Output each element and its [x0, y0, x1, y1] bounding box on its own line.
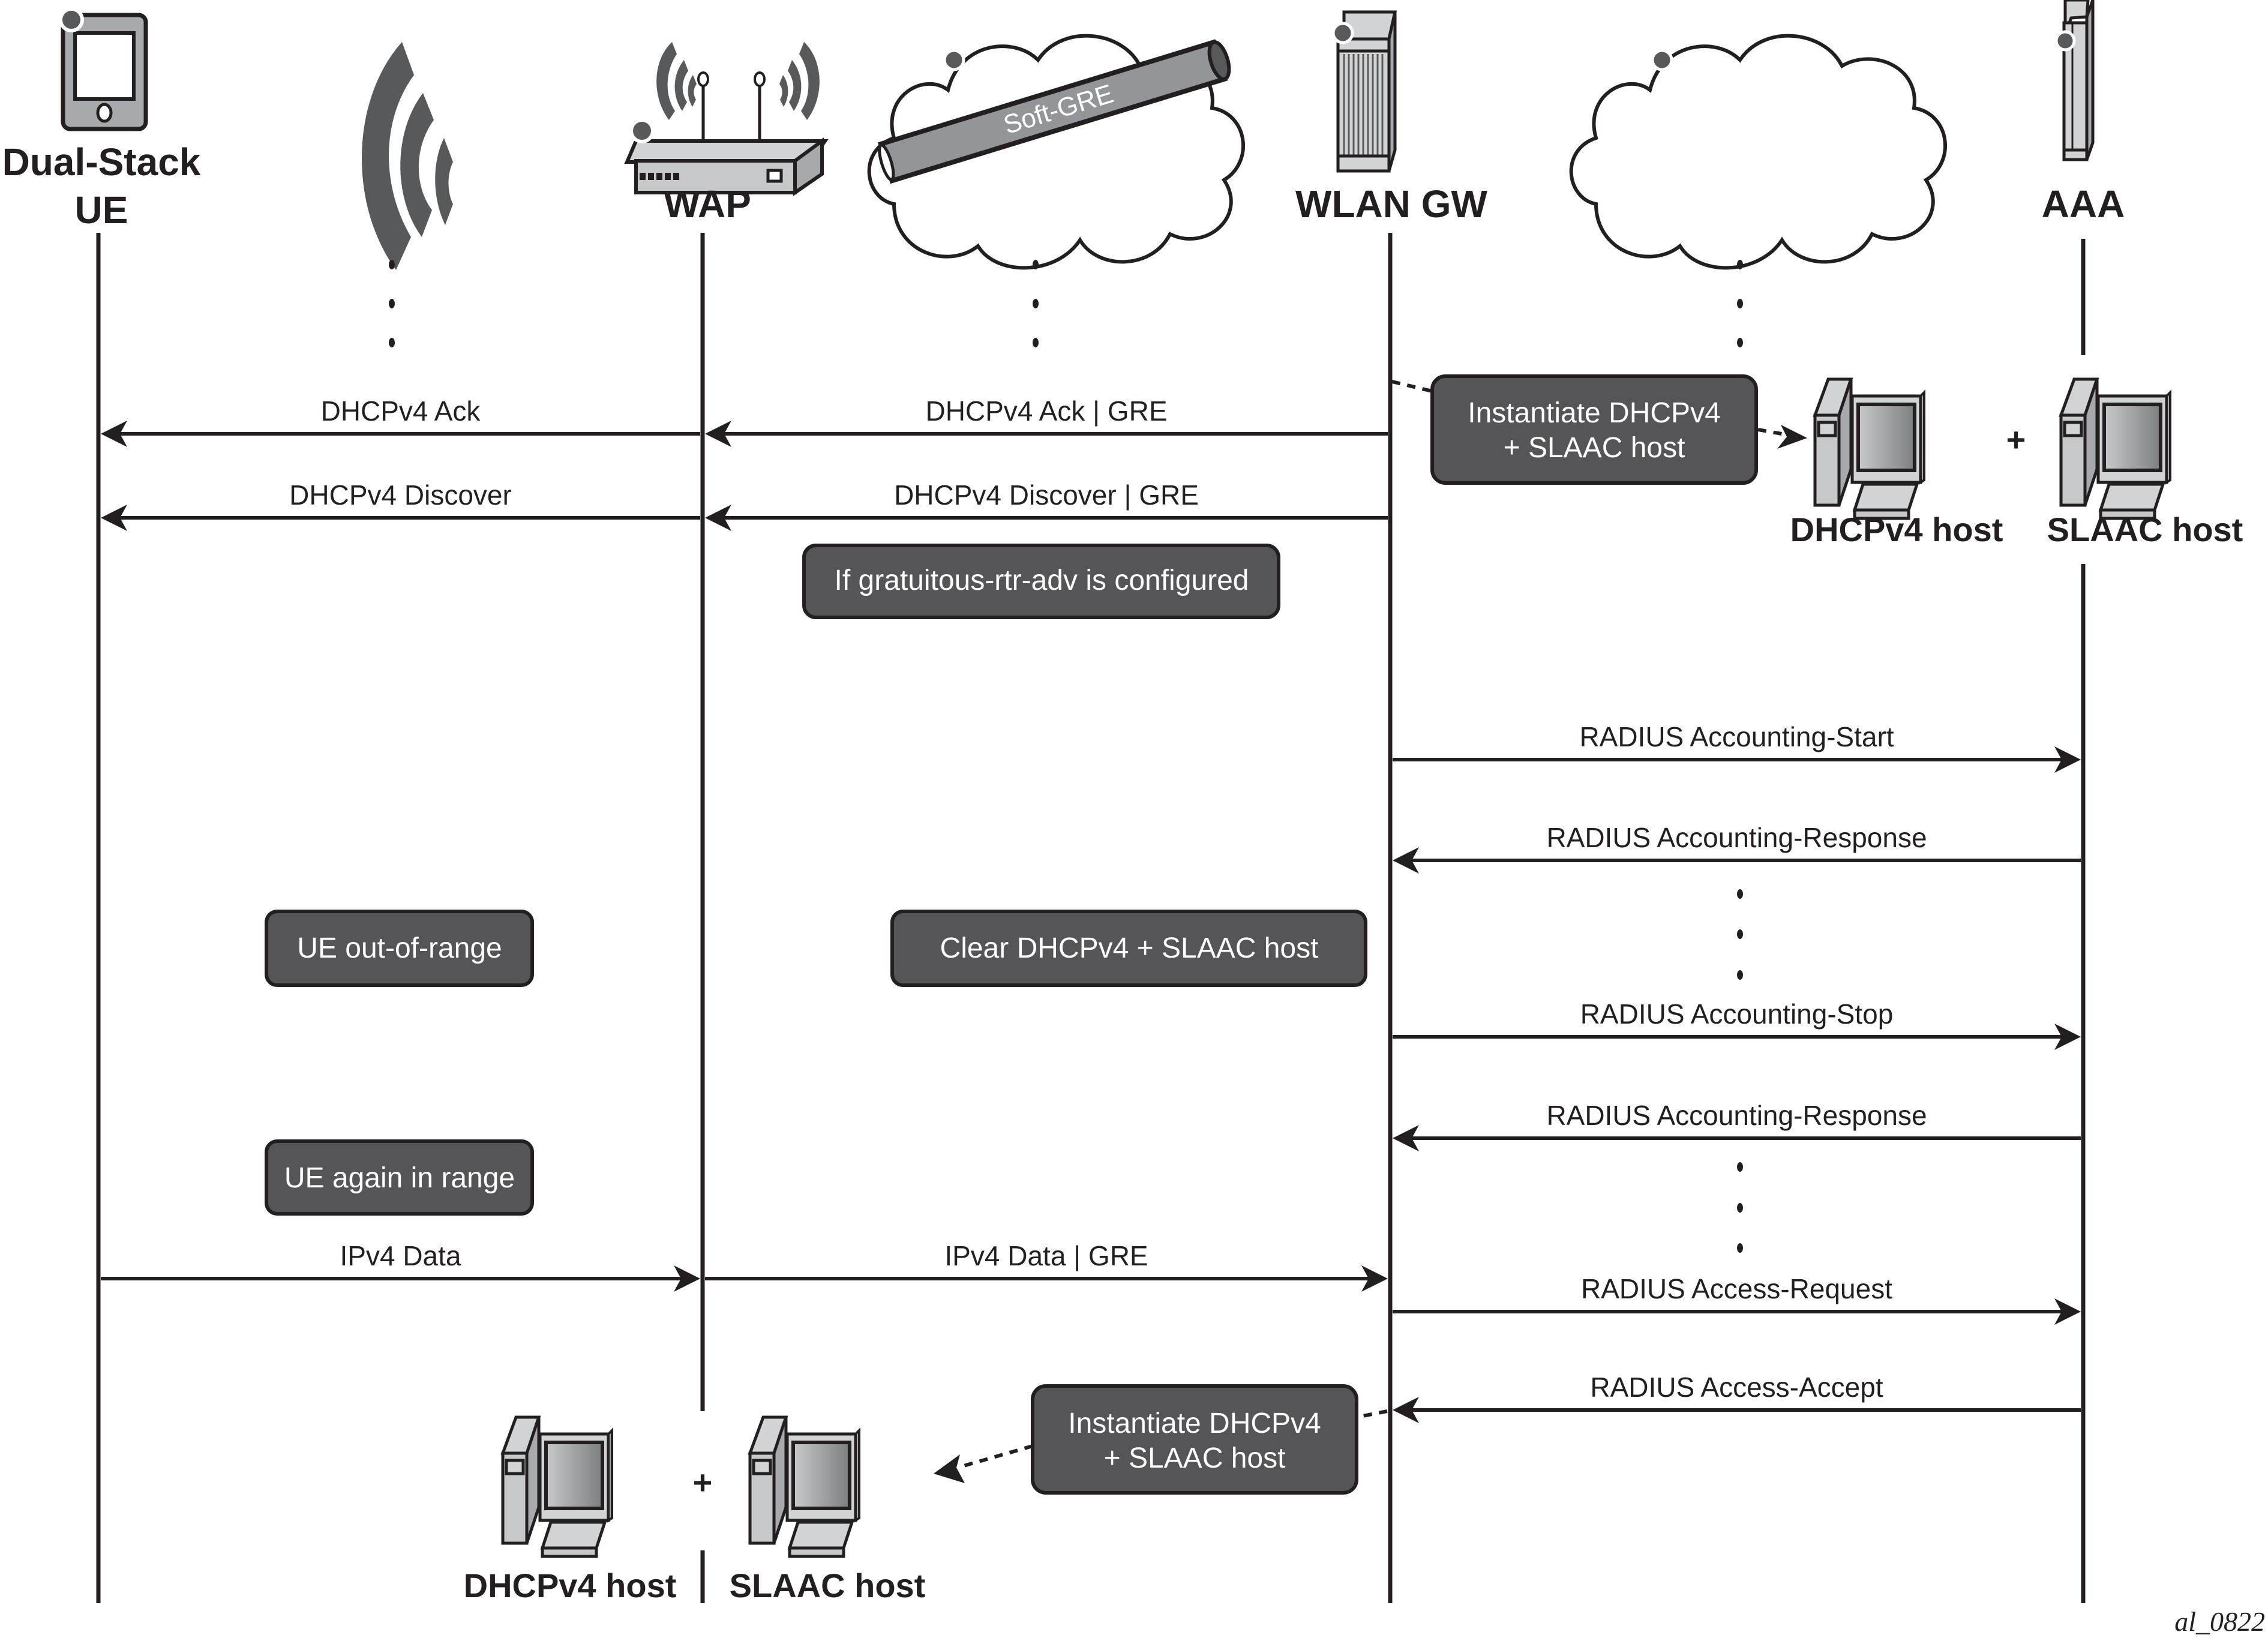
message-label: DHCPv4 Discover: [289, 479, 512, 511]
message-radius-accounting-stop: RADIUS Accounting-Stop: [1393, 998, 2081, 1050]
message-radius-access-request: RADIUS Access-Request: [1393, 1273, 2081, 1325]
message-dhcpv4-ack-gre: DHCPv4 Ack | GRE: [705, 395, 1388, 447]
note-instantiate-bottom-line2: + SLAAC host: [1104, 1442, 1286, 1474]
message-label: DHCPv4 Ack | GRE: [925, 395, 1167, 427]
message-arrowhead: [2054, 1024, 2081, 1050]
note-ue-again-in-range-text: UE again in range: [284, 1162, 515, 1194]
entity-label-aaa: AAA: [2042, 182, 2125, 226]
server-tower-icon: [2054, 0, 2095, 161]
dhcpv4-host-icon: [1815, 379, 1924, 518]
message-dhcpv4-discover: DHCPv4 Discover: [101, 479, 700, 531]
plus-sign: +: [2006, 421, 2026, 458]
note-ue-out-of-range-text: UE out-of-range: [297, 932, 502, 964]
message-radius-accounting-start: RADIUS Accounting-Start: [1393, 721, 2081, 773]
note-instantiate-bottom-line1: Instantiate DHCPv4: [1068, 1408, 1321, 1439]
plus-sign: +: [693, 1463, 713, 1501]
continuation-dots-radius-1: [1737, 889, 1743, 980]
message-label: RADIUS Accounting-Response: [1546, 822, 1927, 853]
figure-id: al_0822: [2174, 1606, 2265, 1637]
note-clear-hosts: [890, 910, 1367, 987]
arrowhead: [1777, 425, 1807, 449]
message-arrowhead: [705, 421, 731, 447]
note-instantiate-bottom: [1031, 1384, 1358, 1495]
slaac-host-icon: [750, 1417, 859, 1556]
message-label: DHCPv4 Discover | GRE: [894, 479, 1199, 511]
message-label: DHCPv4 Ack: [321, 395, 481, 427]
entity-label-ue-line1: Dual-Stack: [2, 140, 201, 184]
message-arrowhead: [1393, 847, 1419, 874]
note-ue-again-in-range: [265, 1139, 534, 1216]
wireless-signal-icon: [361, 42, 453, 270]
dashed-connector-bottom-in: [1356, 1409, 1388, 1419]
message-arrowhead: [2054, 1298, 2081, 1325]
message-arrowhead: [101, 421, 127, 447]
cloud-icon: [1571, 36, 1945, 268]
message-label: RADIUS Access-Accept: [1590, 1372, 1883, 1403]
message-arrowhead: [674, 1265, 700, 1292]
entity-label-ue-line2: UE: [75, 188, 128, 232]
note-ue-out-of-range: [265, 910, 534, 987]
dashed-connector-top-in: [1391, 380, 1433, 393]
smartphone-icon: [59, 7, 148, 131]
message-ipv4-data: IPv4 Data: [101, 1240, 700, 1292]
note-clear-hosts-text: Clear DHCPv4 + SLAAC host: [940, 932, 1319, 964]
dashed-connector-bottom-out: [957, 1444, 1033, 1469]
arrowhead: [934, 1454, 965, 1483]
continuation-dots-radius-2: [1737, 1162, 1743, 1253]
note-instantiate-top: [1430, 374, 1758, 485]
message-arrowhead: [705, 505, 731, 531]
message-radius-accounting-response: RADIUS Accounting-Response: [1393, 822, 2081, 874]
messages: DHCPv4 Ack DHCPv4 Ack | GRE DHCPv4 Discove…: [101, 395, 2081, 1423]
note-instantiate-top-line2: + SLAAC host: [1504, 432, 1685, 464]
entity-label-wlan-gw: WLAN GW: [1295, 182, 1488, 226]
note-gratuitous-rtr-adv: [802, 544, 1280, 619]
message-arrowhead: [1393, 1397, 1419, 1423]
entity-label-wap: WAP: [664, 182, 751, 226]
dhcpv4-host-icon: [503, 1417, 612, 1556]
continuation-dots-top: [389, 260, 1743, 347]
message-radius-access-accept: RADIUS Access-Accept: [1393, 1372, 2081, 1423]
message-label: RADIUS Accounting-Start: [1579, 721, 1894, 752]
message-label: RADIUS Accounting-Response: [1546, 1100, 1927, 1131]
message-label: RADIUS Access-Request: [1581, 1273, 1892, 1304]
host-label-slaac-top: SLAAC host: [2047, 511, 2243, 548]
message-label: IPv4 Data | GRE: [944, 1240, 1148, 1271]
cloud-icon: [869, 36, 1243, 268]
message-arrowhead: [1361, 1265, 1388, 1292]
host-label-slaac-bottom: SLAAC host: [730, 1567, 926, 1604]
message-radius-accounting-response: RADIUS Accounting-Response: [1393, 1100, 2081, 1151]
message-arrowhead: [2054, 746, 2081, 773]
gateway-rack-icon: [1331, 10, 1397, 173]
message-arrowhead: [1393, 1125, 1419, 1151]
note-instantiate-top-line1: Instantiate DHCPv4: [1468, 397, 1721, 429]
message-label: IPv4 Data: [340, 1240, 461, 1271]
wireless-access-point-icon: [624, 42, 829, 196]
message-dhcpv4-ack: DHCPv4 Ack: [101, 395, 700, 447]
message-ipv4-data-gre: IPv4 Data | GRE: [705, 1240, 1388, 1292]
message-arrowhead: [101, 505, 127, 531]
slaac-host-icon: [2061, 379, 2170, 518]
dashed-connector-top-out: [1757, 428, 1786, 436]
message-label: RADIUS Accounting-Stop: [1580, 998, 1894, 1030]
host-label-dhcpv4-top: DHCPv4 host: [1790, 511, 2003, 548]
message-dhcpv4-discover-gre: DHCPv4 Discover | GRE: [705, 479, 1388, 531]
note-gratuitous-rtr-adv-text: If gratuitous-rtr-adv is configured: [835, 565, 1249, 596]
host-label-dhcpv4-bottom: DHCPv4 host: [464, 1567, 677, 1604]
